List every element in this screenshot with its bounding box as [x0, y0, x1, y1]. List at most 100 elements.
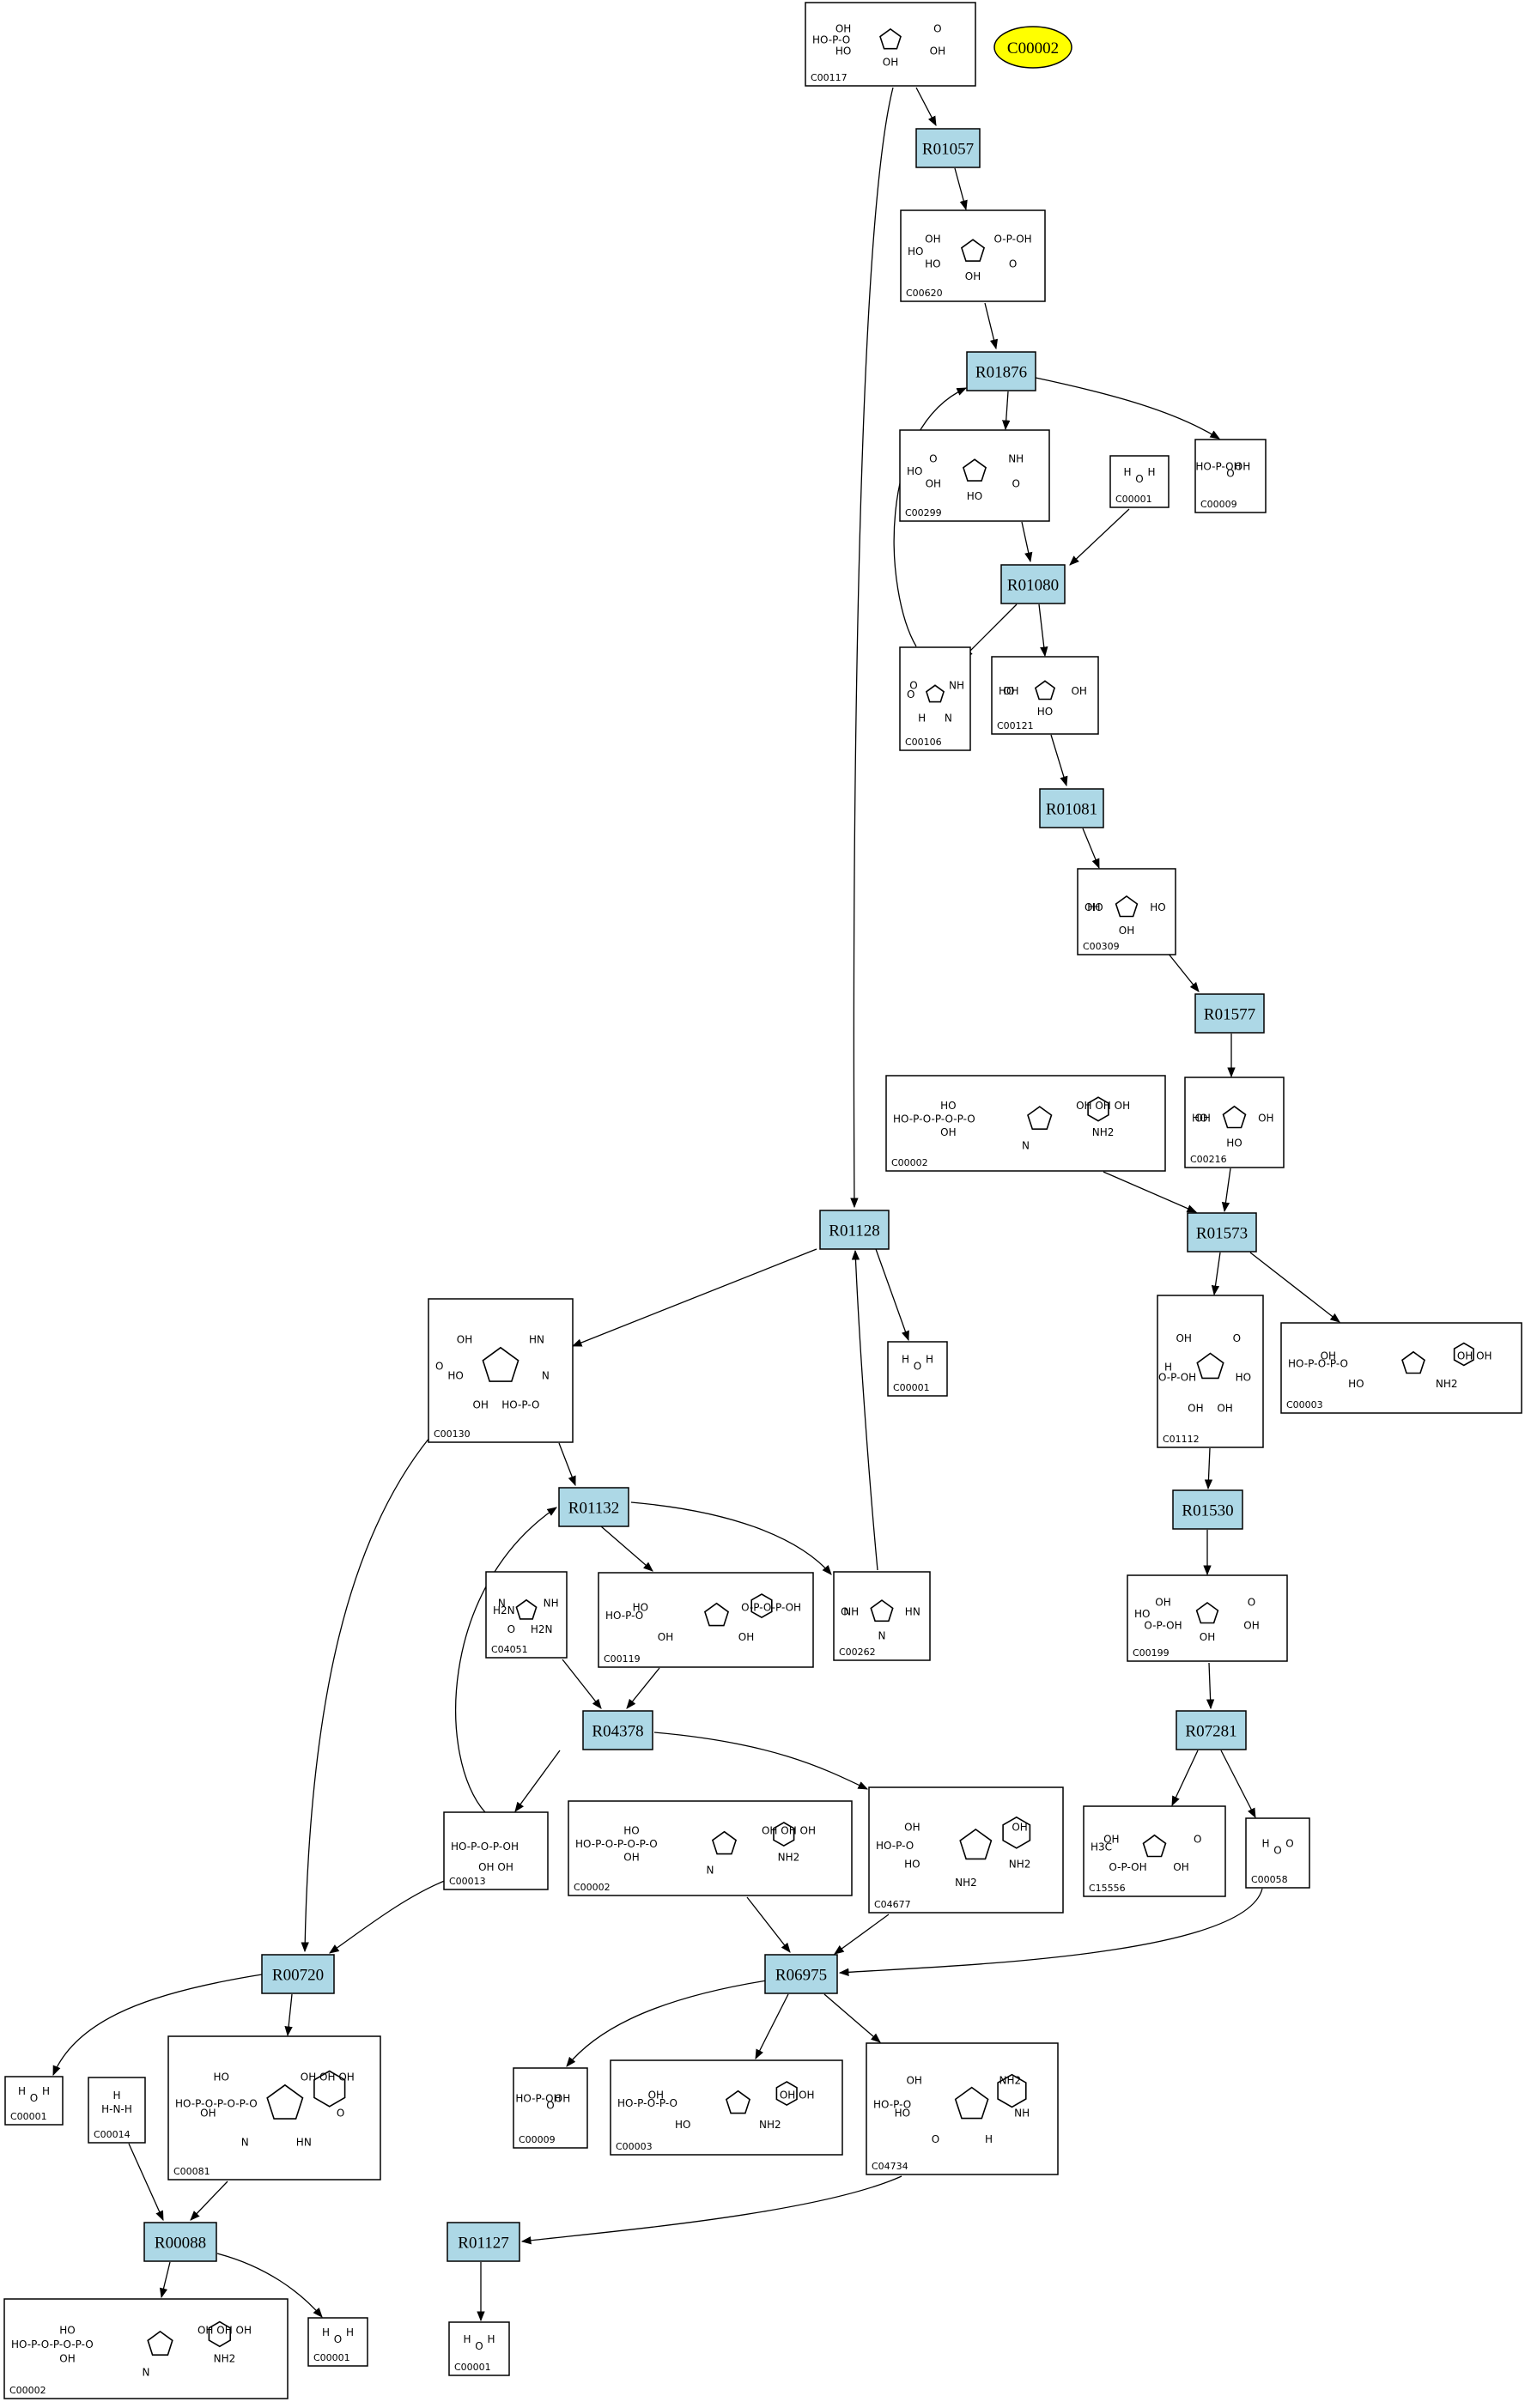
atom-label: H — [1147, 466, 1155, 478]
edge-r01081-to-c00309 — [1082, 828, 1100, 870]
reaction-r01081[interactable]: R01081 — [1039, 788, 1104, 828]
reaction-r01080[interactable]: R01080 — [1000, 564, 1066, 604]
edge-c04051-to-r04378 — [562, 1659, 602, 1709]
reaction-r01577[interactable]: R01577 — [1194, 993, 1265, 1034]
atom-label: O-P-OH — [1144, 1620, 1182, 1632]
reaction-r04378[interactable]: R04378 — [582, 1710, 653, 1750]
reaction-r07281[interactable]: R07281 — [1176, 1710, 1247, 1750]
edge-c00130-to-r00720 — [301, 1437, 430, 1953]
atom-label: HO-P-O — [605, 1610, 643, 1622]
edge-r04378-to-c04677 — [653, 1732, 869, 1790]
atom-label: HO-P-O-P-O — [1288, 1358, 1348, 1370]
atom-label: HO — [1236, 1371, 1251, 1383]
compound-box — [899, 429, 1050, 522]
compound-box — [805, 2, 976, 87]
reaction-r01057[interactable]: R01057 — [915, 128, 981, 168]
atom-label: HO — [967, 490, 982, 502]
edge-c04677-to-r06975 — [834, 1914, 890, 1955]
reaction-box — [1172, 1489, 1243, 1530]
atom-label: HO — [633, 1602, 648, 1614]
atom-label: NH2 — [1436, 1378, 1458, 1390]
reaction-box — [143, 2222, 217, 2262]
atom-label: HN — [529, 1333, 544, 1345]
atom-label: OH — [940, 1126, 956, 1138]
compound-box — [1157, 1295, 1264, 1448]
atom-label: H — [1261, 1838, 1269, 1850]
atom-label: N — [241, 2137, 249, 2149]
compound-box — [610, 2059, 843, 2156]
atom-label: OH — [1119, 925, 1134, 937]
atom-label: HO-P-O-P-O-P-O — [175, 2098, 258, 2110]
reaction-box — [1176, 1710, 1247, 1750]
atom-label: O — [337, 2108, 344, 2120]
reaction-label: R00088 — [155, 2235, 206, 2253]
atom-label: HO — [908, 246, 923, 258]
reaction-r01127[interactable]: R01127 — [447, 2222, 520, 2262]
highlight-compound[interactable]: C00002 — [993, 26, 1072, 69]
compound-id: C01112 — [1163, 1434, 1200, 1445]
reaction-r00720[interactable]: R00720 — [261, 1954, 335, 1994]
ring-bond — [959, 1829, 993, 1860]
atom-label: HO-P-O-P-O-P-O — [575, 1838, 658, 1850]
atom-label: OH OH — [780, 2090, 815, 2102]
reaction-r01132[interactable]: R01132 — [558, 1487, 629, 1527]
edge-r04378-to-c00013 — [514, 1750, 561, 1812]
edge-r01080-to-c00106 — [963, 604, 1018, 658]
reaction-r01876[interactable]: R01876 — [966, 351, 1036, 391]
atom-label: H — [322, 2326, 330, 2338]
compound-box — [1083, 1805, 1226, 1897]
edge-c00119-to-r04378 — [626, 1667, 660, 1709]
reaction-r06975[interactable]: R06975 — [764, 1954, 838, 1994]
reaction-label: R07281 — [1185, 1723, 1236, 1741]
atom-label: O — [907, 688, 914, 701]
compound-box — [1245, 1817, 1310, 1889]
reaction-r01573[interactable]: R01573 — [1187, 1212, 1257, 1253]
structure-drawing: HOH — [18, 2085, 50, 2104]
compound-box — [3, 2298, 289, 2399]
reaction-r00088[interactable]: R00088 — [143, 2222, 217, 2262]
edge-c00309-to-r01577 — [1167, 952, 1200, 992]
atom-label: O — [932, 2133, 939, 2145]
reaction-r01530[interactable]: R01530 — [1172, 1489, 1243, 1530]
atom-label: O — [1226, 468, 1234, 480]
edge-r01080-to-c00121 — [1038, 604, 1048, 658]
reaction-r01128[interactable]: R01128 — [819, 1210, 890, 1250]
compound-id: C00299 — [905, 507, 942, 519]
edge-r00088-to-c00001 — [216, 2253, 323, 2318]
compound-box — [1184, 1077, 1285, 1168]
reaction-box — [1039, 788, 1104, 828]
compound-box — [885, 1075, 1166, 1172]
